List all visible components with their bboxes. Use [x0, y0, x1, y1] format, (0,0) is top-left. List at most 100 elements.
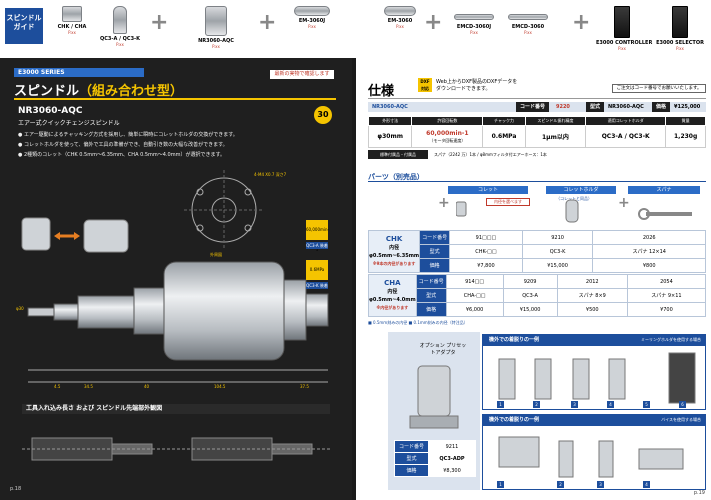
product-page-ref: P.xx: [116, 42, 124, 47]
left-page: E3000 SERIES スピンドル（組み合わせ型） 最新の実物で確認します N…: [0, 58, 352, 500]
parts-col-spanner: スパナ: [628, 186, 700, 194]
cell: ¥800: [592, 258, 706, 273]
spec-cell: φ30mm: [367, 125, 413, 148]
dimension-label: 4-M4 X0.7 深さ7: [254, 172, 287, 177]
cell: 9211: [428, 440, 476, 453]
product-collet[interactable]: CHK / CHA P.xx: [54, 6, 90, 35]
table-row: CHK 内径 φ0.5mm~6.35mm ※9本の内径があります コード番号 91□…: [367, 230, 706, 273]
badge-30: 30: [314, 106, 332, 124]
step-number: 2: [533, 401, 540, 408]
dimension-label: 4.5: [54, 384, 61, 389]
holder-sub-note: （コレットと同品）: [556, 196, 592, 201]
adapter-icon: [409, 365, 459, 429]
parts-rule: [368, 181, 706, 182]
chk-group: CHK 内径 φ0.5mm~6.35mm ※9本の内径があります: [367, 230, 421, 273]
title-rule: [368, 98, 706, 99]
step-number: 4: [643, 481, 650, 488]
cell: 9210: [521, 230, 594, 245]
controller-icon: [614, 6, 630, 38]
spec-col-header: スピンドル振れ精度: [524, 116, 587, 126]
product-label: EMCD-3060: [511, 24, 545, 30]
tool-insertion-drawing: [22, 437, 330, 461]
cell: CHK-□□: [449, 244, 523, 259]
chk-name: CHK: [385, 235, 403, 243]
cell: 2054: [626, 274, 707, 289]
selector-icon: [672, 6, 688, 38]
chk-range: 内径 φ0.5mm~6.35mm: [369, 245, 420, 259]
cell: ¥6,000: [445, 302, 504, 317]
product-controller[interactable]: E3000 CONTROLLER P.xx: [596, 6, 652, 51]
cell: 2026: [592, 230, 706, 245]
side-spec-box: 0.6MPa: [306, 260, 328, 280]
cha-name: CHA: [384, 279, 401, 287]
spindle-guide-tab[interactable]: スピンドル ガイド: [5, 8, 43, 44]
spec-price-label: 価格: [652, 102, 671, 112]
product-label: CHK / CHA: [57, 24, 87, 30]
product-spindle[interactable]: NR3060-AQC P.xx: [186, 6, 246, 49]
title-rule: [14, 98, 336, 100]
cell: ¥15,000: [521, 258, 594, 273]
model-subtitle: エアー式クイックチェンジスピンドル: [18, 120, 120, 127]
step-number: 6: [679, 401, 686, 408]
example-illustration: [498, 352, 696, 404]
plus-icon: +: [618, 195, 630, 211]
product-label: QC3-A / QC3-K: [100, 36, 140, 42]
order-notice: ご注文はコード番号でお願いいたします。: [612, 84, 706, 93]
series-label: E3000 SERIES: [14, 68, 144, 77]
dxf-badge[interactable]: DXF 対応: [418, 78, 432, 92]
spec-table-row: φ30mm 60,000min-1（モータ回転速度） 0.6MPa 1μm以内 …: [367, 125, 706, 148]
dimension-label: 外周図: [210, 252, 222, 257]
cell: ¥7,800: [449, 258, 523, 273]
example-tag: ミーリングホルダを使用する場合: [641, 337, 701, 342]
dimension-label: 37.5: [300, 384, 309, 389]
spec-col-header: 適用コレットホルダ: [585, 116, 667, 126]
spec-price: ¥125,000: [674, 104, 701, 110]
cell: ¥15,000: [502, 302, 558, 317]
spec-speed: 60,000min-1: [426, 129, 469, 137]
example-illustration: [498, 436, 684, 478]
chk-note: ※9本の内径があります: [372, 261, 416, 266]
feature-item: ● コレットホルダを使って、偏外で工具の準備ができ、自動引き数の大幅な改善ができ…: [18, 142, 228, 148]
spec-speed-note: （モータ回転速度）: [429, 137, 466, 143]
spec-col-header: チャック力: [482, 116, 526, 126]
step-number: 1: [497, 401, 504, 408]
page-title: スピンドル（組み合わせ型）: [14, 80, 183, 99]
plus-icon: +: [258, 10, 277, 35]
chk-parts-table: CHK 内径 φ0.5mm~6.35mm ※9本の内径があります コード番号 91□…: [367, 230, 706, 273]
spec-col-header: 質量: [665, 116, 706, 126]
step-number: 3: [597, 481, 604, 488]
spec-cell: QC3-A / QC3-K: [585, 125, 667, 148]
spindle-guide-bar: スピンドル ガイド CHK / CHA P.xx QC3-A / QC3-K P…: [0, 0, 711, 58]
spindle-drawing: 4-M4 X0.7 深さ7 外周図 34.5 40 104.5 φ30 4.5 …: [14, 170, 336, 402]
product-collet-holder[interactable]: QC3-A / QC3-K P.xx: [100, 6, 140, 47]
spec-table-header: 外形寸法 許容回転数 チャック力 スピンドル振れ精度 適用コレットホルダ 質量: [367, 116, 706, 126]
step-number: 5: [643, 401, 650, 408]
product-motor-cord[interactable]: EMCD-3060 P.xx: [506, 6, 550, 35]
product-selector[interactable]: E3000 SELECTOR P.xx: [654, 6, 706, 51]
cell: スパナ 9×11: [626, 288, 707, 303]
spec-cell: 1μm以内: [524, 125, 587, 148]
product-motor[interactable]: EM-3060 P.xx: [380, 6, 420, 29]
product-motor-j[interactable]: EM-3060J P.xx: [290, 6, 334, 29]
motor-cord-icon: [454, 14, 494, 20]
notice-flag: 最新の実物で確認します: [270, 70, 334, 79]
dimension-label: 40: [144, 384, 150, 389]
table-row: 価格¥8,300: [394, 464, 476, 477]
parts-icons: [456, 199, 692, 223]
product-page-ref: P.xx: [524, 30, 532, 35]
product-page-ref: P.xx: [212, 44, 220, 49]
spec-title: 仕様: [368, 84, 395, 99]
step-number: 2: [557, 481, 564, 488]
cell: 91□□□: [449, 230, 523, 245]
spindle-icon: [205, 6, 227, 36]
product-motor-cord-j[interactable]: EMCD-3060J P.xx: [452, 6, 496, 35]
row-key: コード番号: [419, 230, 451, 245]
row-key: 型式: [415, 288, 447, 303]
adapter-title: オプション プリセットアダプタ: [419, 343, 467, 356]
model-name: NR3060-AQC: [18, 106, 83, 116]
side-spec-tag: QC3-A 装着: [306, 242, 328, 249]
spec-code: 9220: [556, 104, 570, 110]
page-number: p.19: [693, 490, 705, 496]
